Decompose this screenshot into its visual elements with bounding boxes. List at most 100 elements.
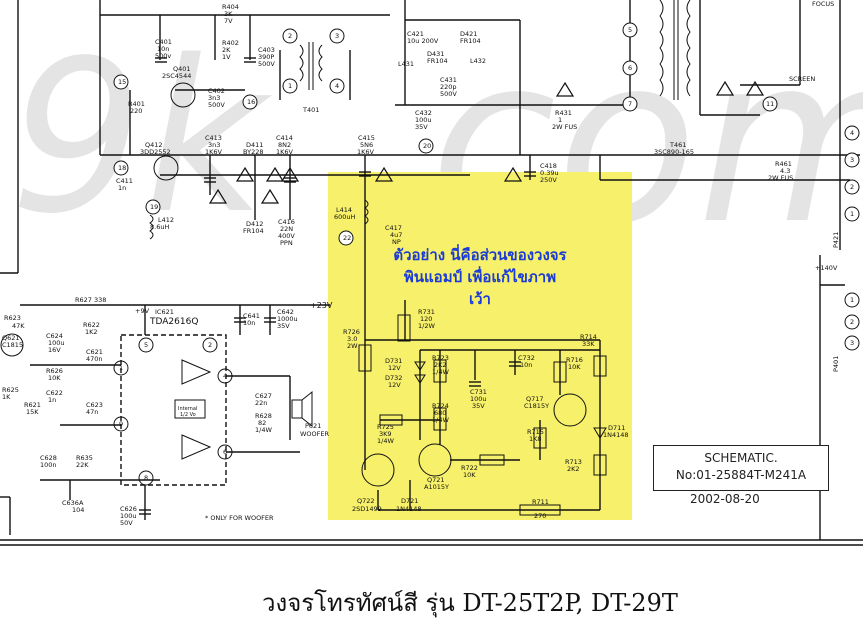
node-3c: 3 <box>850 339 854 347</box>
label-c624v: 100u <box>48 339 65 347</box>
label-c417v: 4u7 <box>390 231 402 239</box>
label-r404: R404 <box>222 3 239 11</box>
label-p401: P401 <box>832 356 840 372</box>
label-r461v: 4.3 <box>780 167 790 175</box>
label-q621: Q621 <box>2 334 20 342</box>
label-p140v: +140V <box>815 264 838 272</box>
label-d412: D412 <box>246 220 263 228</box>
label-r713: R713 <box>565 458 582 466</box>
label-p421: P421 <box>832 232 840 248</box>
node-4b: 4 <box>850 129 854 137</box>
label-q717t: C1815Y <box>524 402 549 410</box>
node-3: 3 <box>335 32 339 40</box>
label-t401: T401 <box>302 106 319 114</box>
label-r726v: 3.0 <box>347 335 357 343</box>
label-r404p: 7V <box>224 17 233 25</box>
label-r635v: 22K <box>76 461 89 469</box>
label-r714v: 33K <box>582 340 595 348</box>
label-l414v: 600uH <box>334 213 356 221</box>
label-c628v: 100n <box>40 461 57 469</box>
label-c402: C402 <box>208 87 225 95</box>
label-r722v: 10K <box>463 471 476 479</box>
label-c621: C621 <box>86 348 103 356</box>
node-2b: 2 <box>850 183 854 191</box>
label-c626v: 100u <box>120 512 137 520</box>
label-r722: R722 <box>461 464 478 472</box>
label-internalt: 1/2 Vo <box>180 412 196 418</box>
label-c623v: 47n <box>86 408 98 416</box>
node-1b: 1 <box>850 210 854 218</box>
label-p9v: +9V <box>135 307 150 315</box>
annotation-note: ตัวอย่าง นี่คือส่วนของวงจร พินแอมป์ เพื่… <box>330 244 630 310</box>
label-r711v: 270 <box>534 512 546 520</box>
label-r625: R625 <box>2 386 19 394</box>
node-11: 11 <box>766 100 774 108</box>
label-r723p: 1/4W <box>432 368 449 376</box>
label-p23v: +23V <box>310 301 333 310</box>
label-r431: R431 <box>555 109 572 117</box>
label-c414v: 8N2 <box>278 141 291 149</box>
schematic-info-box: SCHEMATIC. No:01-25884T-M241A <box>653 445 829 491</box>
label-c731v: 100u <box>470 395 487 403</box>
label-p621: P621 <box>305 422 321 430</box>
label-c627v: 22n <box>255 399 267 407</box>
node-2c: 2 <box>850 318 854 326</box>
node-3b: 3 <box>850 156 854 164</box>
label-c731r: 35V <box>472 402 485 410</box>
label-r461p: 2W FUS <box>768 174 793 182</box>
label-c417: C417 <box>385 224 402 232</box>
label-d421: D421 <box>460 30 477 38</box>
label-c624: C624 <box>46 332 63 340</box>
label-c432: C432 <box>415 109 432 117</box>
label-c401: C401 <box>155 38 172 46</box>
node-2d: 2 <box>208 341 212 349</box>
label-r625v: 1K <box>2 393 11 401</box>
label-c416r: 400V <box>278 232 295 240</box>
schematic-number: No:01-25884T-M241A <box>675 468 807 482</box>
node-1: 1 <box>288 82 292 90</box>
label-c413r: 1K6V <box>205 148 223 156</box>
node-2: 2 <box>288 32 292 40</box>
label-d731v: 12V <box>388 364 401 372</box>
label-r402v: 2K <box>222 46 231 54</box>
label-c411v: 1n <box>118 184 126 192</box>
node-22: 22 <box>343 234 351 242</box>
label-q721t: A1015Y <box>424 483 449 491</box>
label-c641v: 10n <box>243 319 255 327</box>
label-c411: C411 <box>116 177 133 185</box>
transformer-t461 <box>659 0 691 100</box>
label-r715: R715 <box>527 428 544 436</box>
label-r711: R711 <box>532 498 549 506</box>
node-6: 6 <box>628 64 632 72</box>
node-19: 19 <box>150 203 158 211</box>
node-6d: 6 <box>223 448 227 456</box>
label-l412v: 8.6uH <box>150 223 169 231</box>
schematic-title: SCHEMATIC. <box>704 451 778 465</box>
label-t461: T461 <box>669 141 686 149</box>
label-c431: C431 <box>440 76 457 84</box>
node-1d: 1 <box>119 364 123 372</box>
node-4: 4 <box>335 82 339 90</box>
label-r716v: 10K <box>568 363 581 371</box>
label-c418: C418 <box>540 162 557 170</box>
label-c432r: 35V <box>415 123 428 131</box>
label-l412: L412 <box>158 216 174 224</box>
label-r402p: 1V <box>222 53 231 61</box>
label-r622: R622 <box>83 321 100 329</box>
label-c403: C403 <box>258 46 275 54</box>
label-r628: R628 <box>255 412 272 420</box>
label-r714: R714 <box>580 333 597 341</box>
label-q722: Q722 <box>357 497 375 505</box>
label-c415v: 5N6 <box>360 141 373 149</box>
component-labels: R404 3K 7V C401 10n 500v R402 2K 1V C403… <box>2 0 854 527</box>
label-q722t: 2SD1499 <box>352 505 382 513</box>
label-c403r: 500V <box>258 60 275 68</box>
label-d721t: 1N4148 <box>396 505 422 513</box>
label-c636av: 104 <box>72 506 84 514</box>
label-r725v: 3K9 <box>379 430 392 438</box>
label-c416x: PPN <box>280 239 293 247</box>
node-1c: 1 <box>850 296 854 304</box>
label-c641: C641 <box>243 312 260 320</box>
label-r724: R724 <box>432 402 449 410</box>
